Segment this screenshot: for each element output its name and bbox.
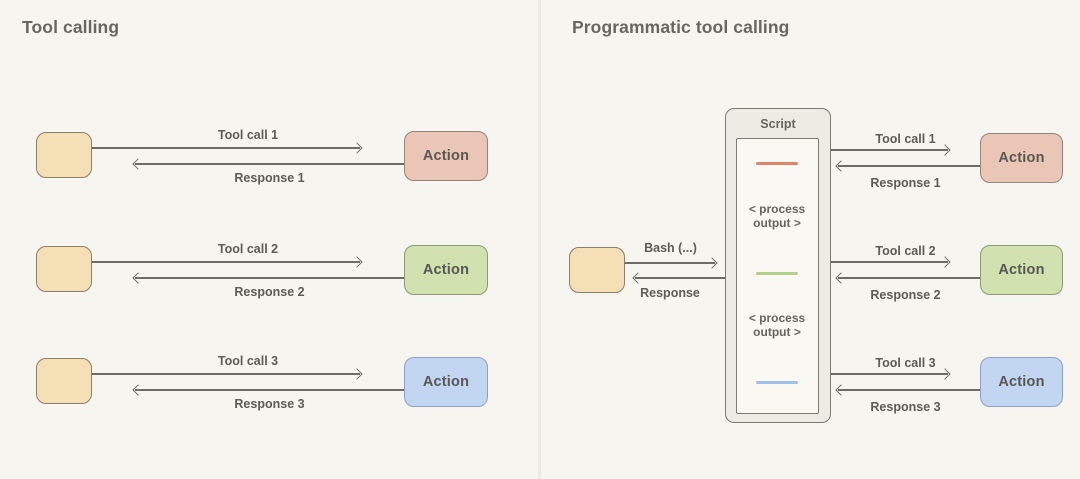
- programmatic-tool-call-row-2: Tool call 2 Response 2 Action: [831, 244, 1063, 302]
- bash-response-label: Response: [640, 286, 700, 300]
- response-label: Response 1: [234, 171, 305, 185]
- tool-calling-title: Tool calling: [22, 17, 120, 37]
- bash-response-arrow: [635, 277, 725, 279]
- client-box: [36, 246, 92, 292]
- tool-call-label: Tool call 2: [217, 242, 279, 256]
- action-box: Action: [980, 133, 1063, 183]
- response-label: Response 1: [870, 176, 941, 190]
- client-box: [569, 247, 625, 293]
- programmatic-tool-call-row-1: Tool call 1 Response 1 Action: [831, 132, 1063, 190]
- script-line-marker-2: [756, 272, 798, 275]
- tool-call-label: Tool call 2: [875, 244, 936, 258]
- script-line-marker-1: [756, 162, 798, 165]
- action-label: Action: [422, 262, 470, 278]
- tool-call-label: Tool call 3: [875, 356, 936, 370]
- programmatic-tool-call-row-3: Tool call 3 Response 3 Action: [831, 356, 1063, 414]
- action-label: Action: [998, 374, 1045, 390]
- script-box: Script < process output > < process outp…: [725, 108, 831, 423]
- tool-call-row-3: Tool call 3 Response 3 Action: [36, 354, 488, 411]
- action-label: Action: [998, 150, 1045, 166]
- tool-call-arrow: [92, 261, 360, 263]
- response-arrow: [135, 277, 404, 279]
- action-label: Action: [422, 148, 470, 164]
- tool-call-arrow: [831, 373, 948, 375]
- action-box: Action: [980, 357, 1063, 407]
- response-label: Response 3: [234, 397, 305, 411]
- tool-call-label: Tool call 3: [217, 354, 279, 368]
- tool-call-arrow: [831, 261, 948, 263]
- response-arrow: [838, 277, 980, 279]
- tool-call-arrow: [92, 373, 360, 375]
- panel-divider: [538, 0, 541, 479]
- tool-call-row-1: Tool call 1 Response 1 Action: [36, 128, 488, 185]
- response-label: Response 2: [234, 285, 305, 299]
- tool-call-row-2: Tool call 2 Response 2 Action: [36, 242, 488, 299]
- response-label: Response 3: [870, 400, 941, 414]
- tool-call-arrow: [92, 147, 360, 149]
- action-box: Action: [404, 131, 488, 181]
- process-output-text-1: < process output >: [748, 202, 806, 230]
- tool-call-label: Tool call 1: [217, 128, 279, 142]
- tool-call-arrow: [831, 149, 948, 151]
- process-output-text-2: < process output >: [748, 311, 806, 339]
- tool-call-label: Tool call 1: [875, 132, 936, 146]
- response-arrow: [838, 389, 980, 391]
- script-title: Script: [760, 117, 796, 131]
- response-label: Response 2: [870, 288, 941, 302]
- bash-call-arrow: [625, 262, 715, 264]
- action-box: Action: [404, 357, 488, 407]
- action-box: Action: [404, 245, 488, 295]
- bash-call-label: Bash (...): [644, 241, 697, 255]
- client-box: [36, 132, 92, 178]
- programmatic-tool-calling-title: Programmatic tool calling: [572, 17, 790, 37]
- client-box: [36, 358, 92, 404]
- action-label: Action: [998, 262, 1045, 278]
- response-arrow: [838, 165, 980, 167]
- action-label: Action: [422, 374, 470, 390]
- action-box: Action: [980, 245, 1063, 295]
- response-arrow: [135, 389, 404, 391]
- response-arrow: [135, 163, 404, 165]
- script-inner-panel: < process output > < process output >: [736, 138, 819, 414]
- script-line-marker-3: [756, 381, 798, 384]
